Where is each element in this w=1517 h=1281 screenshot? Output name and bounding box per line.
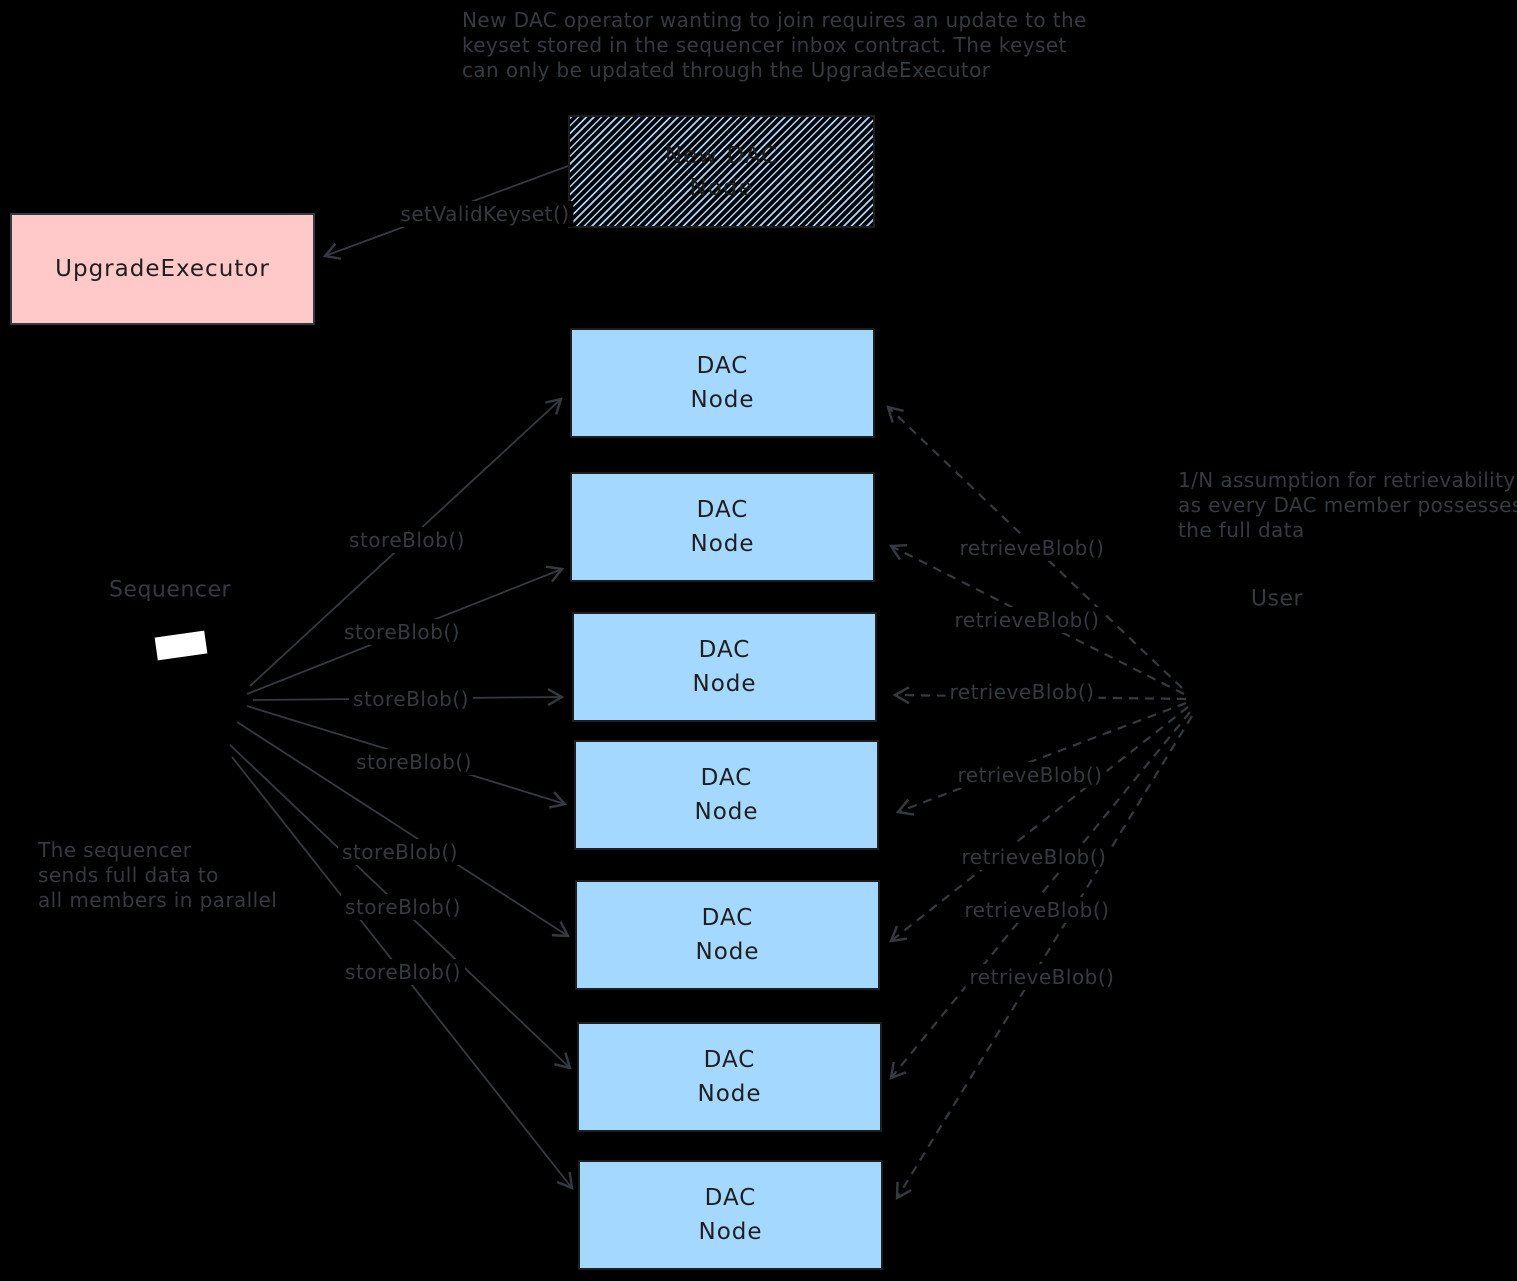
dac-node-label-line1: DAC <box>696 353 749 379</box>
dac-node-box-5: DAC Node <box>575 880 880 990</box>
dac-node-box-7: DAC Node <box>578 1160 883 1270</box>
dac-node-label-line1: DAC <box>700 765 753 791</box>
user-label: User <box>1250 586 1304 612</box>
dac-node-label-line1: DAC <box>696 497 749 523</box>
storeblob-label-4: storeBlob() <box>352 749 476 775</box>
retrievability-note-line: as every DAC member possesses <box>1178 493 1517 517</box>
edge-retrieveblob-4 <box>895 701 1187 816</box>
retrievability-note-line: 1/N assumption for retrievability, <box>1178 468 1517 492</box>
storeblob-label-1: storeBlob() <box>345 527 469 553</box>
dac-node-label-line2: Node <box>690 531 755 557</box>
retrieveblob-label-1: retrieveBlob() <box>955 535 1109 561</box>
keyset-note: New DAC operator wanting to join require… <box>462 8 1087 83</box>
dac-node-label-line1: DAC <box>703 1047 756 1073</box>
new-dac-node-label-line2: Node <box>689 174 754 201</box>
dac-node-label-line2: Node <box>698 1219 763 1245</box>
storeblob-label-7: storeBlob() <box>341 959 465 985</box>
dac-node-label-line2: Node <box>694 799 759 825</box>
dac-node-label-line1: DAC <box>704 1185 757 1211</box>
dac-node-label-line2: Node <box>695 939 760 965</box>
dac-node-box-2: DAC Node <box>570 472 875 582</box>
retrieveblob-label-5: retrieveBlob() <box>957 844 1111 870</box>
retrievability-note-line: the full data <box>1178 518 1305 542</box>
sequencer-parallel-note-line: The sequencer <box>38 838 192 862</box>
new-dac-node-label-line1: New DAC <box>664 142 779 169</box>
dac-node-box-1: DAC Node <box>570 328 875 438</box>
dac-node-label-line2: Node <box>692 671 757 697</box>
upgrade-executor-label: UpgradeExecutor <box>55 256 270 282</box>
storeblob-label-2: storeBlob() <box>340 619 464 645</box>
storeblob-label-5: storeBlob() <box>338 839 462 865</box>
storeblob-label-6: storeBlob() <box>341 894 465 920</box>
dac-node-box-4: DAC Node <box>574 740 879 850</box>
upgrade-executor-box: UpgradeExecutor <box>10 213 315 325</box>
retrieveblob-label-4: retrieveBlob() <box>953 762 1107 788</box>
sequencer-parallel-note-line: sends full data to <box>38 863 219 887</box>
edge-retrieveblob-7 <box>895 715 1193 1201</box>
dac-node-box-3: DAC Node <box>572 612 877 722</box>
sequencer-parallel-note: The sequencer sends full data to all mem… <box>38 838 277 913</box>
setvalidkeyset-label: setValidKeyset() <box>396 201 574 227</box>
dac-node-box-6: DAC Node <box>577 1022 882 1132</box>
keyset-note-line: New DAC operator wanting to join require… <box>462 8 1087 32</box>
new-dac-node-box: New DAC Node <box>568 115 875 228</box>
retrievability-note: 1/N assumption for retrievability, as ev… <box>1178 468 1517 543</box>
edge-retrieveblob-1 <box>886 405 1183 689</box>
keyset-note-line: can only be updated through the UpgradeE… <box>462 58 991 82</box>
retrieveblob-label-6: retrieveBlob() <box>960 897 1114 923</box>
retrieveblob-label-2: retrieveBlob() <box>950 607 1104 633</box>
retrieveblob-label-7: retrieveBlob() <box>965 964 1119 990</box>
sequencer-label: Sequencer <box>108 577 232 603</box>
edge-storeblob-5 <box>236 721 571 938</box>
sequencer-parallel-note-line: all members in parallel <box>38 888 278 912</box>
dac-node-label-line1: DAC <box>701 905 754 931</box>
dac-node-label-line1: DAC <box>698 637 751 663</box>
keyset-note-line: keyset stored in the sequencer inbox con… <box>462 33 1067 57</box>
dac-node-label-line2: Node <box>697 1081 762 1107</box>
storeblob-label-3: storeBlob() <box>349 686 473 712</box>
retrieveblob-label-3: retrieveBlob() <box>945 679 1099 705</box>
dac-node-label-line2: Node <box>690 387 755 413</box>
